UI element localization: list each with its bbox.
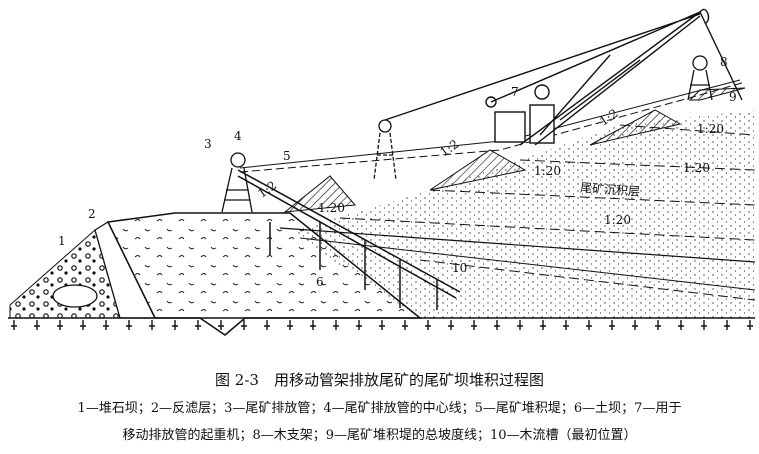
discharge-pipe xyxy=(237,169,461,310)
embankment xyxy=(429,149,527,191)
ground-tick xyxy=(149,320,155,330)
label-3: 3 xyxy=(204,137,212,151)
embankment xyxy=(589,109,682,146)
layer-label: 尾矿沉积层 xyxy=(580,181,641,199)
ground-tick xyxy=(241,320,247,330)
slope-label: 1:2 xyxy=(437,137,461,160)
tailings-dam-diagram: 1 2 3 4 5 6 7 8 9 10 1:2 1:2 1:2 1:20 1:… xyxy=(8,8,756,336)
ground-tick xyxy=(402,320,408,330)
ground-tick xyxy=(379,320,385,330)
crane xyxy=(384,8,743,146)
ground-tick xyxy=(609,320,615,330)
embankment xyxy=(688,87,746,101)
ground-tick xyxy=(34,320,40,330)
ground-tick xyxy=(287,320,293,330)
slope-label: 1:20 xyxy=(697,122,724,136)
label-9: 9 xyxy=(729,90,737,104)
ground-tick xyxy=(540,320,546,330)
ground-tick xyxy=(448,320,454,330)
figure-legend-line: 移动排放管的起重机；8—木支架；9—尾矿堆积堤的总坡度线；10—木流槽（最初位置… xyxy=(122,428,637,443)
slope-label: 1:20 xyxy=(604,213,631,227)
ground-tick xyxy=(563,320,569,330)
label-7: 7 xyxy=(511,85,519,99)
ground-tick xyxy=(11,320,17,330)
ground-tick xyxy=(701,320,707,330)
ground-tick xyxy=(195,320,201,330)
ground-tick xyxy=(425,320,431,330)
label-1: 1 xyxy=(58,234,66,248)
ground-tick xyxy=(333,320,339,330)
ground-tick xyxy=(471,320,477,330)
label-6: 6 xyxy=(316,275,324,289)
ground-tick xyxy=(126,320,132,330)
tailings-deposit xyxy=(290,110,755,318)
slope-label: 1:20 xyxy=(683,161,710,175)
ground-tick xyxy=(494,320,500,330)
figure-legend-line: 1—堆石坝；2—反滤层；3—尾矿排放管；4—尾矿排放管的中心线；5—尾矿堆积堤；… xyxy=(77,401,682,416)
ground-tick xyxy=(57,320,63,330)
ground-tick xyxy=(310,320,316,330)
figure-title: 图 2-3 用移动管架排放尾矿的尾矿坝堆积过程图 xyxy=(215,371,544,389)
ground-tick xyxy=(80,320,86,330)
label-10: 10 xyxy=(452,261,467,275)
label-5: 5 xyxy=(283,149,291,163)
slope-label: 1:20 xyxy=(318,201,345,215)
ground-tick xyxy=(356,320,362,330)
ground-tick xyxy=(586,320,592,330)
rock-dam-core xyxy=(52,284,98,308)
embankment xyxy=(283,175,357,213)
ground-tick xyxy=(678,320,684,330)
ground-hatching xyxy=(11,320,753,330)
ground-tick xyxy=(632,320,638,330)
label-4: 4 xyxy=(234,129,242,143)
ground-tick xyxy=(172,320,178,330)
ground-tick xyxy=(724,320,730,330)
ground-tick xyxy=(218,320,224,330)
ground-tick xyxy=(517,320,523,330)
ground-tick xyxy=(655,320,661,330)
wooden-support xyxy=(221,55,713,213)
label-8: 8 xyxy=(720,55,728,69)
ground-tick xyxy=(264,320,270,330)
ground-line xyxy=(8,317,755,336)
earth-dam xyxy=(106,212,423,319)
ground-tick xyxy=(747,320,753,330)
slope-label: 1:20 xyxy=(534,164,561,178)
label-2: 2 xyxy=(88,207,96,221)
ground-tick xyxy=(103,320,109,330)
layer-lines xyxy=(239,79,756,301)
slope-label: 1:2 xyxy=(597,106,621,129)
